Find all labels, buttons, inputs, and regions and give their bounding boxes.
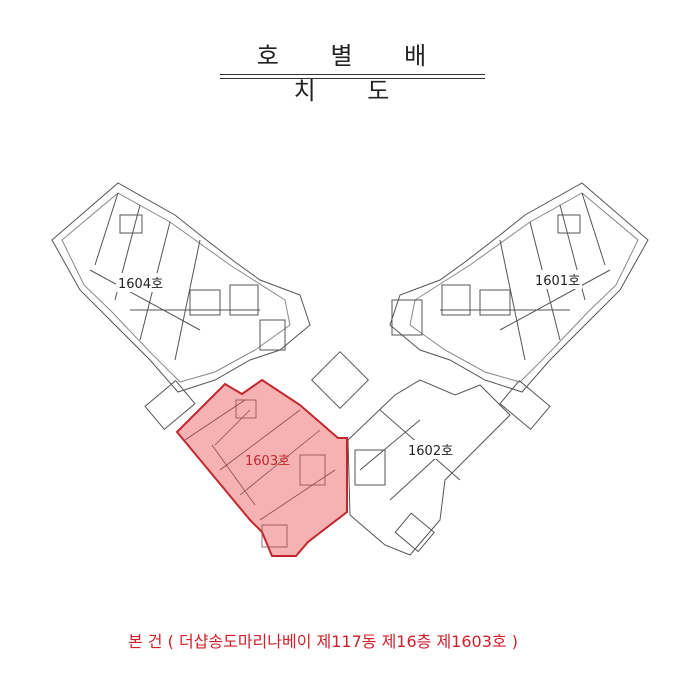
unit-label-1601: 1601호 [533, 270, 583, 289]
title-underline-2 [220, 78, 485, 79]
unit-1601-plan [389, 182, 649, 431]
unit-1602-plan [311, 351, 511, 556]
unit-label-1604: 1604호 [116, 273, 166, 292]
property-caption: 본 건 ( 더샵송도마리나베이 제117동 제16층 제1603호 ) [128, 632, 518, 651]
unit-1603-highlight [175, 378, 348, 557]
unit-label-1602: 1602호 [406, 440, 456, 459]
page-title: 호 별 배 치 도 [256, 42, 449, 105]
title-underline [220, 74, 485, 75]
unit-label-1603: 1603호 [245, 454, 291, 469]
